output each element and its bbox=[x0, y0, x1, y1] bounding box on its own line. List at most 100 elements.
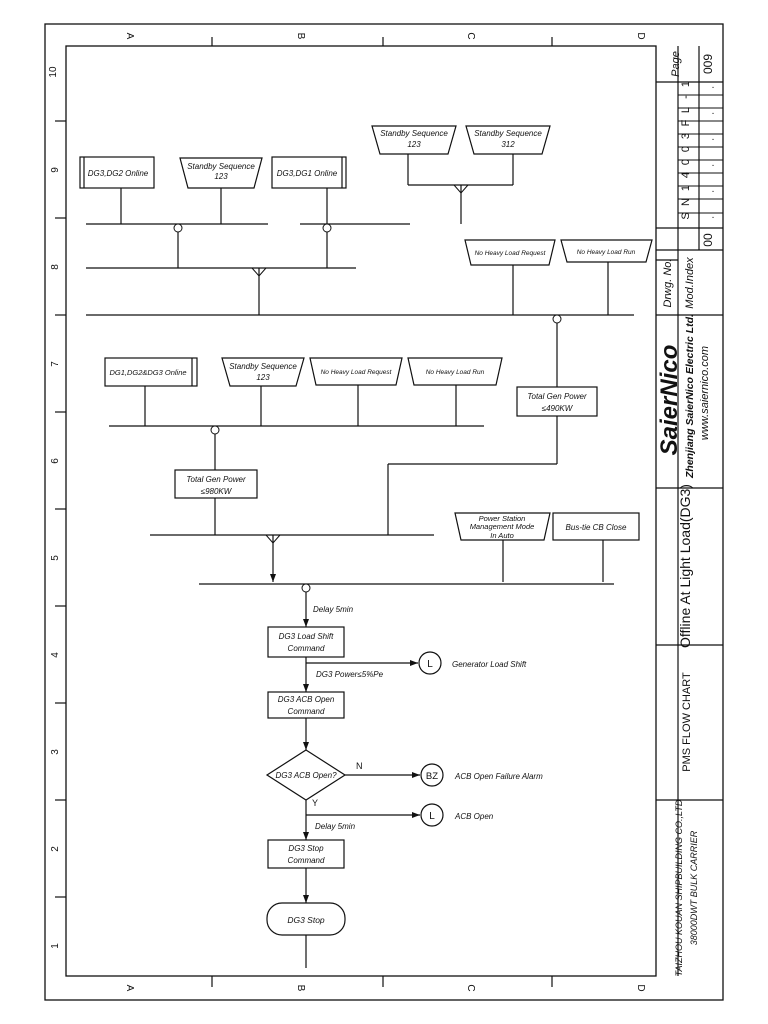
company-website: www.saiernico.com bbox=[699, 346, 711, 440]
mod-index-label: Mod.Index bbox=[684, 257, 696, 309]
input-label: DG3,DG2 Online bbox=[88, 169, 149, 178]
arrowheads bbox=[270, 574, 420, 903]
chart-name: PMS FLOW CHART bbox=[681, 672, 693, 772]
branch-no-label: N bbox=[356, 761, 363, 771]
dg3-stop-terminal: DG3 Stop bbox=[266, 902, 346, 936]
input-no-heavy-load-request-b: No Heavy Load Request bbox=[309, 357, 403, 386]
diagram-lines bbox=[86, 154, 634, 968]
junction-dot bbox=[552, 314, 562, 324]
zone-number-10: 10 bbox=[48, 66, 59, 78]
mod-index-value: 00 bbox=[701, 233, 715, 247]
page-number: 009 bbox=[701, 54, 715, 74]
input-label: Management Mode bbox=[470, 522, 535, 531]
or-junction-symbol bbox=[251, 267, 267, 277]
input-label: Power Station bbox=[479, 514, 526, 523]
zone-letter-bottom-a: A bbox=[124, 985, 135, 992]
input-label: 123 bbox=[256, 373, 270, 382]
input-standby-sequence-123-a: Standby Sequence 123 bbox=[179, 157, 263, 189]
input-label: ≤490KW bbox=[542, 404, 574, 413]
junction-dot bbox=[301, 583, 311, 593]
drawing-number-char: S bbox=[680, 212, 692, 219]
input-label: No Heavy Load Request bbox=[321, 369, 393, 376]
drawing-number-char: 0 bbox=[680, 159, 692, 165]
svg-text:.: . bbox=[712, 106, 715, 117]
drawing-number-char: L bbox=[680, 107, 692, 113]
block-label: DG3 ACB Open bbox=[278, 695, 335, 704]
drawing-number-char: 4 bbox=[680, 172, 692, 178]
zone-number-6: 6 bbox=[50, 458, 61, 464]
block-label: Command bbox=[288, 707, 325, 716]
junction-points bbox=[173, 223, 562, 593]
zone-number-5: 5 bbox=[50, 555, 61, 561]
zone-number-7: 7 bbox=[50, 361, 61, 367]
drawing-number-char: N bbox=[680, 198, 692, 206]
company-name: Zhenjiang SaierNico Electric Ltd. bbox=[684, 314, 696, 479]
acb-open-decision: DG3 ACB Open? bbox=[265, 749, 347, 801]
or-junction-symbol bbox=[265, 534, 281, 544]
zone-letter-bottom-b: B bbox=[295, 985, 306, 992]
junction-dot bbox=[173, 223, 183, 233]
input-total-gen-power-490: Total Gen Power ≤490KW bbox=[516, 386, 598, 417]
power-condition-label: DG3 Power≤5%Pe bbox=[316, 670, 384, 679]
input-power-station-auto: Power Station Management Mode In Auto bbox=[454, 512, 551, 541]
block-label: Command bbox=[288, 856, 325, 865]
svg-text:.: . bbox=[712, 210, 715, 221]
drawing-number-char: - bbox=[680, 95, 692, 99]
input-label: Total Gen Power bbox=[186, 475, 246, 484]
zone-number-9: 9 bbox=[50, 167, 61, 173]
lamp-symbol: L bbox=[427, 659, 433, 670]
block-label: DG3 Load Shift bbox=[279, 632, 334, 641]
input-dg3-dg1-online: DG3,DG1 Online bbox=[271, 156, 347, 189]
input-label: In Auto bbox=[490, 531, 514, 540]
junction-dot bbox=[322, 223, 332, 233]
input-label: Standby Sequence bbox=[187, 162, 255, 171]
buzzer-symbol: BZ bbox=[426, 771, 438, 782]
zone-ticks bbox=[55, 37, 553, 987]
lamp-acb-open: L bbox=[420, 803, 444, 827]
input-label: 312 bbox=[501, 140, 515, 149]
revision-dots: .. .. .. bbox=[712, 80, 715, 221]
delay-label: Delay 5min bbox=[315, 822, 356, 831]
input-total-gen-power-980: Total Gen Power ≤980KW bbox=[174, 469, 258, 499]
terminal-label: DG3 Stop bbox=[287, 915, 325, 925]
lamp-generator-load-shift: L bbox=[418, 651, 442, 675]
zone-letter-top-b: B bbox=[295, 33, 306, 40]
input-no-heavy-load-run-b: No Heavy Load Run bbox=[407, 357, 503, 386]
drawing-number-char: 3 bbox=[680, 133, 692, 139]
input-label: 123 bbox=[214, 172, 228, 181]
input-label: No Heavy Load Request bbox=[475, 250, 547, 257]
delay-label: Delay 5min bbox=[313, 605, 354, 614]
input-dg1-dg2-dg3-online: DG1,DG2&DG3 Online bbox=[104, 357, 198, 387]
or-junction-symbol bbox=[453, 184, 469, 194]
or-junctions bbox=[251, 184, 469, 544]
input-label: Standby Sequence bbox=[474, 129, 542, 138]
input-label: Standby Sequence bbox=[380, 129, 448, 138]
input-dg3-dg2-online: DG3,DG2 Online bbox=[79, 156, 155, 189]
generator-load-shift-label: Generator Load Shift bbox=[452, 660, 527, 669]
input-label: ≤980KW bbox=[201, 487, 233, 496]
input-label: 123 bbox=[407, 140, 421, 149]
input-label: Total Gen Power bbox=[527, 392, 587, 401]
zone-number-3: 3 bbox=[50, 749, 61, 755]
zone-number-1: 1 bbox=[50, 943, 61, 949]
inner-frame bbox=[65, 45, 657, 977]
svg-text:.: . bbox=[712, 158, 715, 169]
outer-frame bbox=[44, 23, 724, 1001]
input-label: DG1,DG2&DG3 Online bbox=[109, 368, 186, 377]
input-label: DG3,DG1 Online bbox=[277, 169, 338, 178]
zone-number-2: 2 bbox=[50, 846, 61, 852]
decision-label: DG3 ACB Open? bbox=[275, 771, 337, 780]
title-block bbox=[656, 46, 723, 976]
acb-open-failure-alarm-label: ACB Open Failure Alarm bbox=[454, 772, 543, 781]
dg3-load-shift-command: DG3 Load Shift Command bbox=[267, 626, 345, 658]
vessel-name: 38000DWT BULK CARRIER bbox=[689, 830, 699, 945]
svg-text:.: . bbox=[712, 80, 715, 91]
page-label: Page bbox=[670, 51, 682, 77]
zone-letter-top-d: D bbox=[635, 32, 646, 39]
input-standby-sequence-312: Standby Sequence 312 bbox=[465, 125, 551, 155]
acb-open-label: ACB Open bbox=[454, 812, 494, 821]
input-bus-tie-cb-close: Bus-tie CB Close bbox=[552, 512, 640, 541]
client-name: TAIZHOU KOUAN SHIPBUILDING CO.,LTD bbox=[674, 799, 684, 976]
input-no-heavy-load-request-a: No Heavy Load Request bbox=[464, 239, 556, 266]
input-no-heavy-load-run-a: No Heavy Load Run bbox=[560, 239, 653, 263]
